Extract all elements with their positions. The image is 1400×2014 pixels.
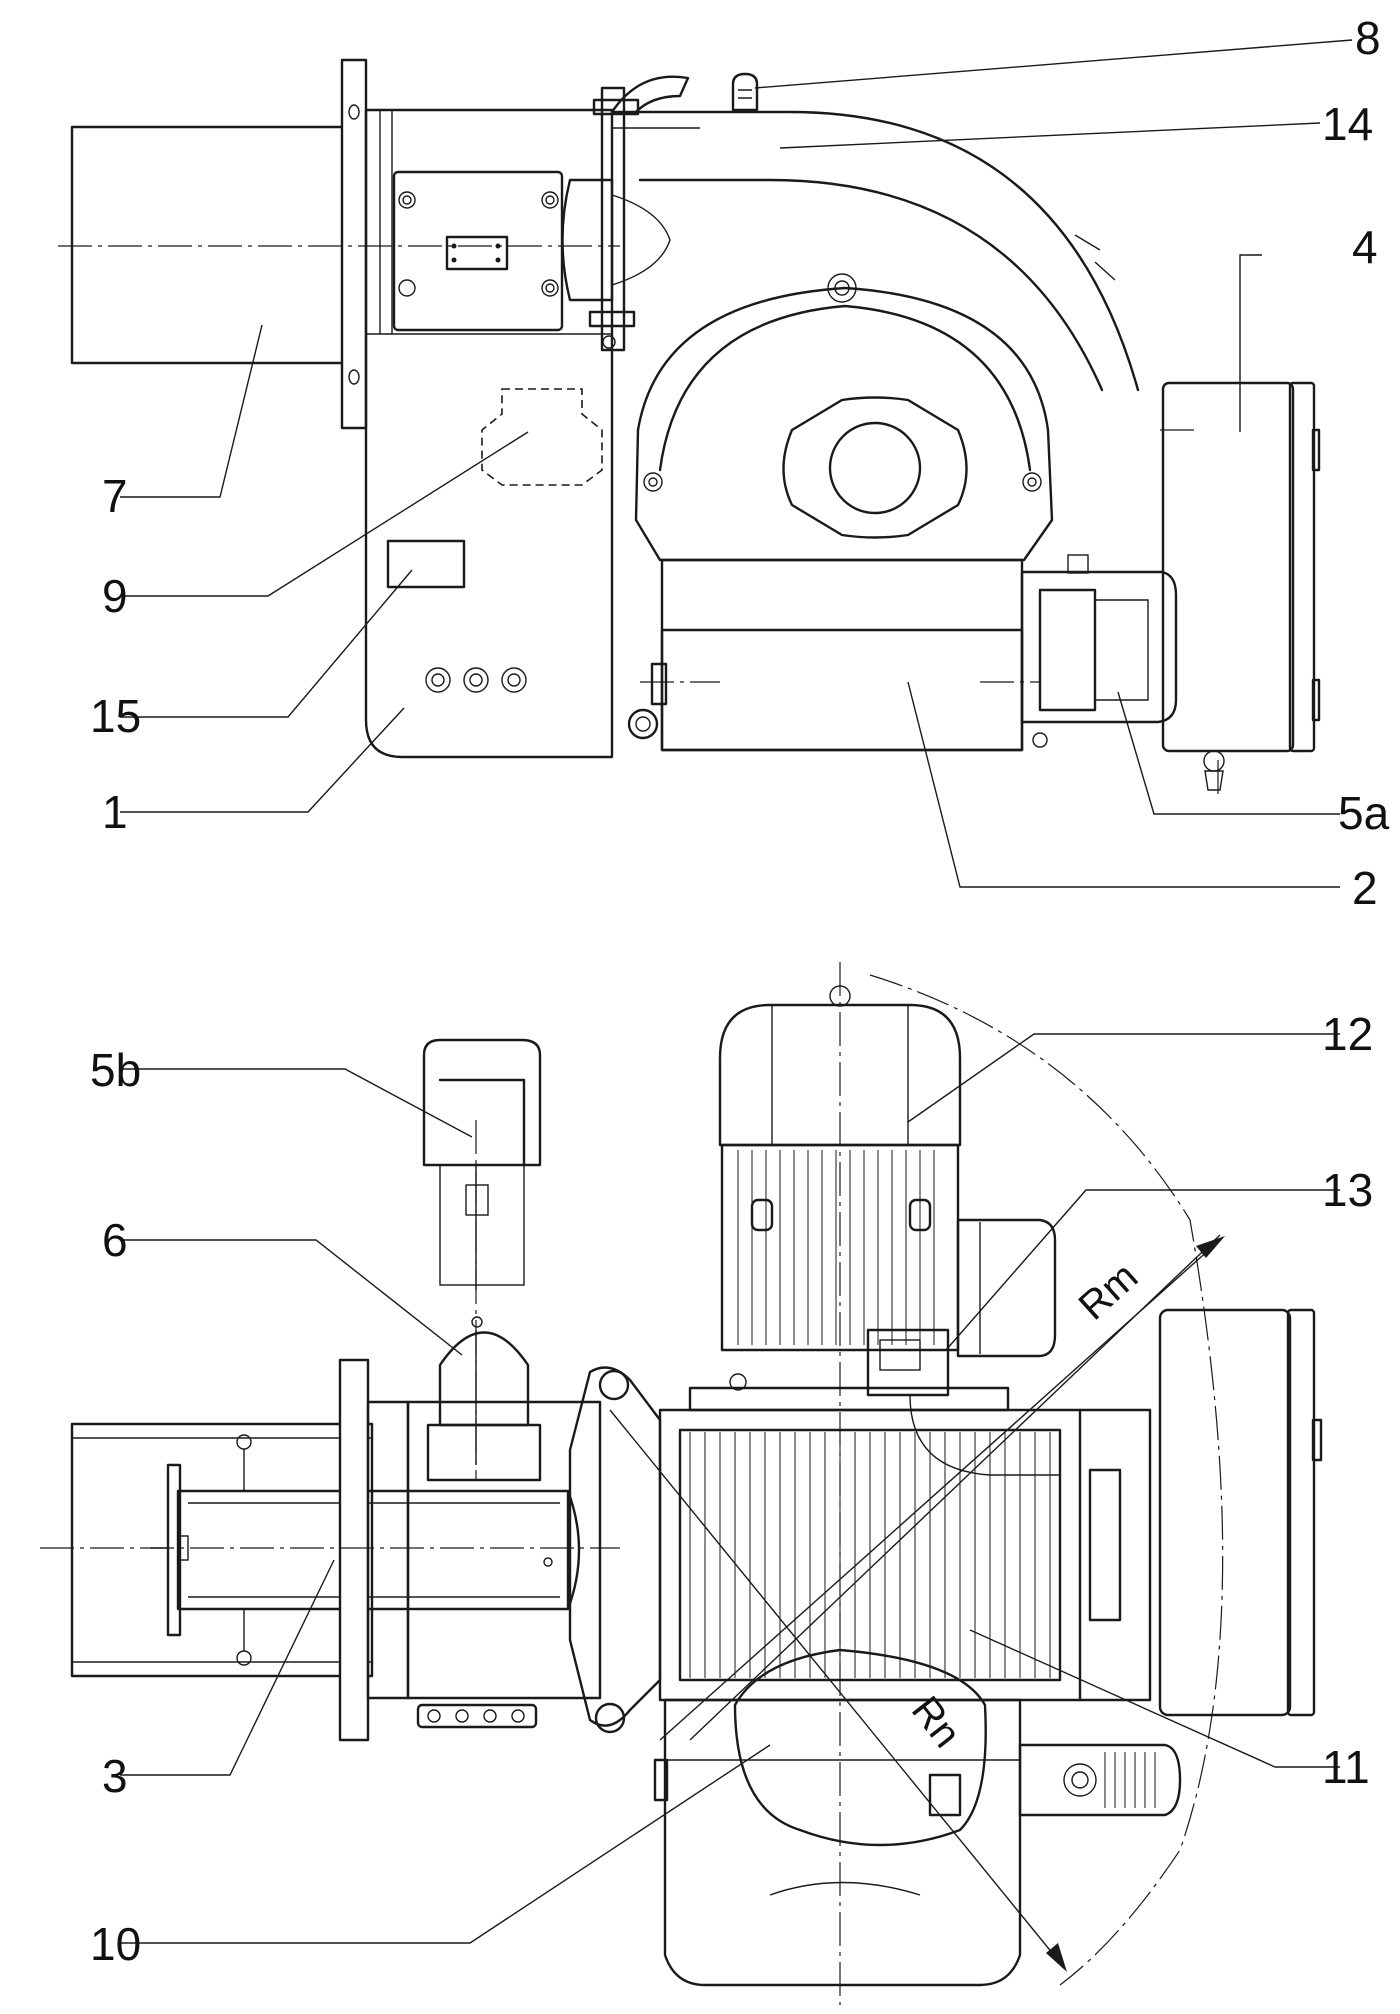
- plan-view: [40, 962, 1323, 2005]
- callout-5a: 5a: [1338, 787, 1390, 839]
- callout-2: 2: [1352, 862, 1378, 914]
- callout-6: 6: [102, 1214, 128, 1266]
- callout-8: 8: [1355, 12, 1381, 64]
- side-elevation-view: [58, 58, 1321, 800]
- callout-12: 12: [1322, 1008, 1373, 1060]
- blast-tube: [70, 1422, 374, 1678]
- gas-servomotor: [422, 1038, 542, 1167]
- adaptor-plate: [392, 170, 564, 332]
- fan-motor-end: [1161, 381, 1295, 753]
- radius-label-rm: Rm: [1071, 1254, 1147, 1328]
- mounting-flange: [340, 58, 368, 430]
- callout-9: 9: [102, 570, 128, 622]
- fan-motor: [718, 1003, 962, 1147]
- hidden-component: [481, 388, 603, 486]
- rating-plate: [386, 539, 466, 589]
- radius-rn-line: [609, 1409, 1063, 1966]
- radius-label-rn: Rn: [903, 1688, 969, 1755]
- callout-numbers: 8 14 4 7 9 15 1 5a 2 12 5b 13 6 11 3 10 …: [90, 12, 1390, 1970]
- callout-3: 3: [102, 1750, 128, 1802]
- callout-15: 15: [90, 690, 141, 742]
- burner-housing: [364, 108, 614, 759]
- fan-housing: [634, 286, 1054, 562]
- callout-14: 14: [1322, 98, 1373, 150]
- callout-5b: 5b: [90, 1044, 141, 1096]
- ignition-unit: [663, 1698, 1022, 1987]
- air-pressure-switch: [731, 72, 759, 112]
- callout-7: 7: [102, 470, 128, 522]
- cable-glands: [425, 667, 527, 693]
- air-pressure-switch-plan: [866, 1328, 950, 1397]
- leader-lines: [120, 39, 1353, 1944]
- gas-butterfly-valve: [426, 1423, 542, 1482]
- air-duct: [610, 110, 1140, 392]
- combustion-head-tube: [70, 125, 346, 365]
- callout-13: 13: [1322, 1164, 1373, 1216]
- bolt-row: [416, 1703, 538, 1729]
- callout-10: 10: [90, 1918, 141, 1970]
- callout-4: 4: [1352, 221, 1378, 273]
- clearance-arc: [869, 974, 1224, 1986]
- motor-cooling-fins: [737, 1150, 935, 1345]
- callout-1: 1: [102, 786, 128, 838]
- inspection-port: [782, 396, 968, 539]
- callout-11: 11: [1322, 1741, 1370, 1793]
